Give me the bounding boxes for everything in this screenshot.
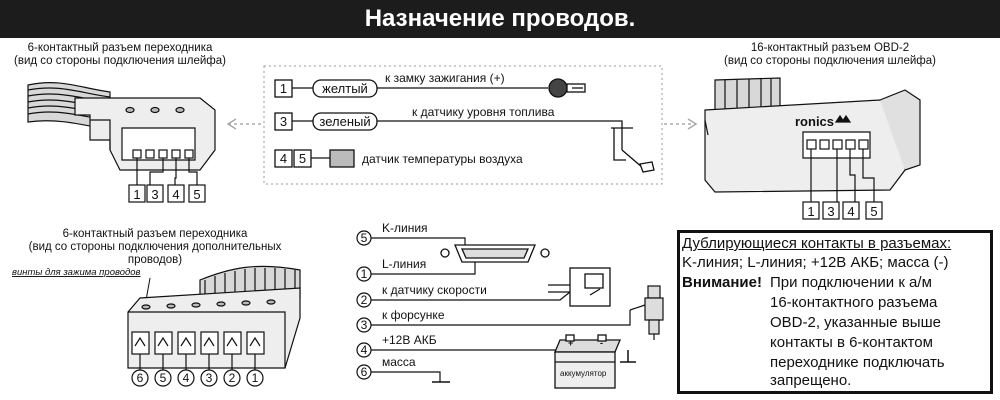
center-panel-frame (263, 65, 663, 185)
bottom-left-caption: 6-контактный разъем переходника (вид со … (0, 228, 310, 267)
center-pin-label: 5 (299, 151, 306, 166)
wire-label: L-линия (382, 257, 426, 271)
wire-pin-label: 2 (361, 293, 368, 307)
note-heading: Дублирующиеся контакты в разъемах: (682, 235, 952, 252)
battery-terminal-label: + (568, 338, 573, 348)
wire-color-label: зеленый (319, 114, 370, 129)
top-right-connector (704, 77, 921, 220)
wire-pin-label: 6 (361, 365, 368, 379)
wire-pin-label: 3 (361, 318, 368, 332)
warning-note-box: Дублирующиеся контакты в разъемах: K-лин… (677, 230, 993, 394)
center-pin-label: 3 (280, 114, 287, 129)
top-left-pin-label: 3 (151, 187, 158, 202)
center-pin-label: 4 (280, 151, 287, 166)
wire-label: K-линия (382, 221, 428, 235)
injector-icon (629, 285, 664, 340)
speed-sensor-icon (548, 267, 611, 307)
note-warning: Внимание! (682, 274, 762, 291)
battery-label: аккумулятор (560, 369, 607, 378)
note-line: При подключении к а/м (770, 274, 932, 291)
bottom-pin-label: 3 (206, 371, 213, 385)
top-left-caption-line1: 6-контактный разъем переходника (27, 42, 213, 54)
ignition-key-icon (530, 78, 586, 98)
top-right-caption-line2: (вид со стороны подключения шлейфа) (724, 55, 936, 67)
wire-pin-label: 4 (361, 343, 368, 357)
note-line: переходнике подключать (770, 354, 945, 371)
wire-label: к датчику скорости (382, 283, 487, 297)
top-right-pin-label: 4 (847, 204, 854, 219)
wire-color-label: желтый (322, 81, 368, 96)
top-left-pin-label: 4 (172, 187, 179, 202)
bottom-pin-label: 6 (137, 371, 144, 385)
note-line: 16-контактного разъема (770, 294, 938, 311)
bottom-pin-label: 1 (252, 371, 259, 385)
top-right-caption-line1: 16-контактный разъем OBD-2 (750, 42, 910, 54)
obd-plug-icon (440, 244, 550, 263)
top-left-caption: 6-контактный разъем переходника (вид со … (0, 42, 240, 68)
bottom-left-caption-line1: 6-контактный разъем переходника (62, 228, 248, 240)
brand-logo-icon (834, 114, 852, 123)
sensor-label: датчик температуры воздуха (362, 152, 523, 166)
wire-pin-label: 5 (361, 231, 368, 245)
air-temp-sensor-icon (329, 149, 355, 168)
note-line: K-линия; L-линия; +12В АКБ; масса (-) (682, 254, 949, 271)
ribbon-cable-icon (714, 77, 781, 113)
right-arrow-icon (664, 118, 698, 130)
wire-label: масса (382, 355, 416, 369)
battery-icon (554, 334, 621, 389)
wire-label: к форсунке (382, 308, 445, 322)
pin-box (274, 149, 293, 168)
bottom-left-caption-line2: (вид со стороны подключения дополнительн… (28, 241, 282, 266)
top-right-pin-label: 1 (807, 204, 814, 219)
wire-target-label: к замку зажигания (+) (385, 71, 505, 85)
page-title: Назначение проводов. (364, 5, 636, 32)
top-left-pin-label: 5 (193, 187, 200, 202)
bottom-pin-label: 5 (160, 371, 167, 385)
bottom-pin-label: 4 (183, 371, 190, 385)
brand-text: ronics (795, 114, 834, 129)
wire-target-label: к датчику уровня топлива (412, 105, 555, 119)
bottom-pin-label: 2 (229, 371, 236, 385)
fuel-level-sensor-icon (611, 127, 655, 173)
top-left-caption-line2: (вид со стороны подключения шлейфа) (14, 55, 226, 67)
battery-terminal-label: - (600, 338, 603, 348)
note-line: OBD-2, указанные выше (770, 314, 941, 331)
top-left-pin-label: 1 (133, 187, 140, 202)
top-right-pin-label: 5 (870, 204, 877, 219)
bottom-left-connector (127, 265, 301, 387)
wire-pin-label: 1 (361, 267, 368, 281)
screw-label: винты для зажима проводов (12, 267, 141, 278)
left-arrow-icon (226, 118, 262, 130)
top-left-connector (27, 82, 216, 203)
wire-label: +12В АКБ (382, 333, 437, 347)
top-right-caption: 16-контактный разъем OBD-2 (вид со сторо… (690, 42, 970, 68)
title-bar: Назначение проводов. (0, 0, 1000, 38)
center-pin-label: 1 (280, 81, 287, 96)
note-line: контакты в 6-контактом (770, 334, 933, 351)
note-line: запрещено. (770, 372, 852, 389)
top-right-pin-label: 3 (827, 204, 834, 219)
ground-icon (620, 350, 636, 363)
